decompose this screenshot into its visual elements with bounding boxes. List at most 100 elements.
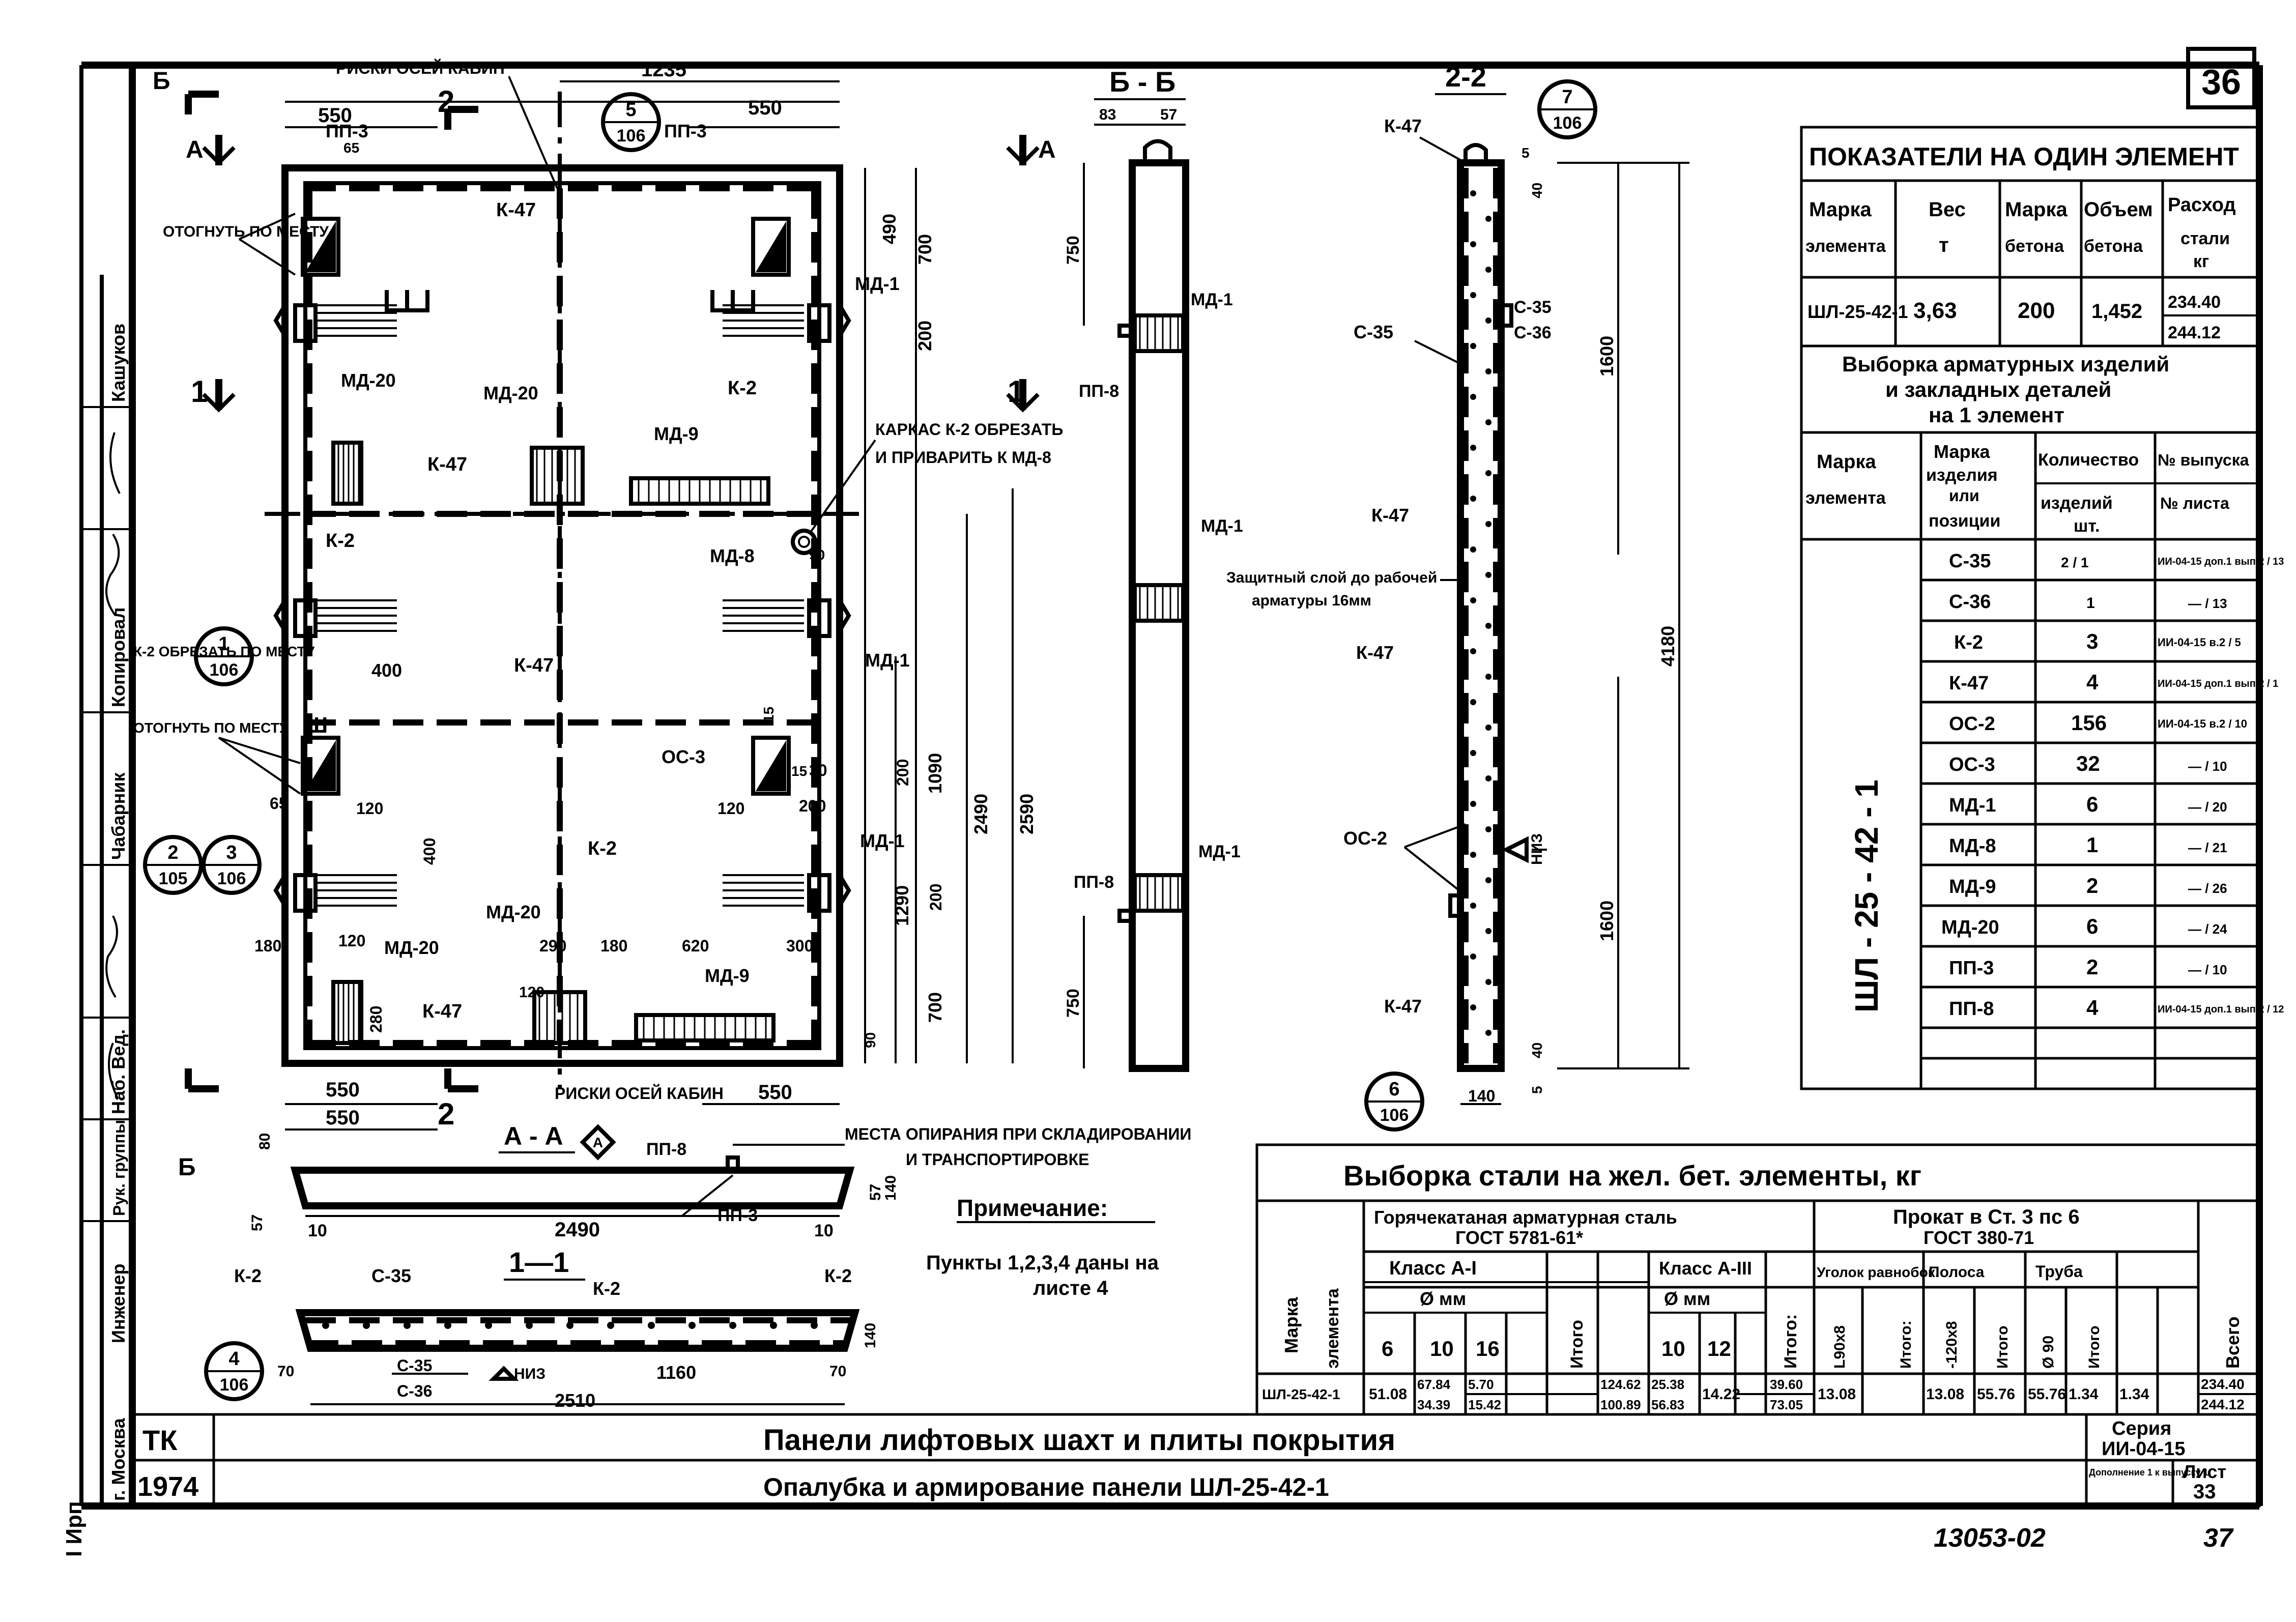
section-b-bottom: Б: [178, 1154, 196, 1181]
steel-title: Выборка стали на жел. бет. элементы, кг: [1343, 1160, 1921, 1192]
selection-row: ПП-3 2 — / 10: [1949, 955, 2227, 979]
dim-490: 490: [879, 214, 900, 244]
svg-text:55.76: 55.76: [1977, 1386, 2015, 1403]
callout-3-106: 3 106: [202, 835, 262, 895]
role-ruk: Рук. группы: [110, 1120, 128, 1216]
bb-md1-b: МД-1: [1201, 516, 1243, 536]
svg-text:6: 6: [1389, 1079, 1399, 1100]
svg-text:Ø мм: Ø мм: [1664, 1288, 1710, 1309]
svg-text:1.34: 1.34: [2069, 1386, 2099, 1403]
section-22: 2-2 НИЗ 1600 1600 4180 40 5 40: [1226, 61, 1689, 1105]
section-1-left: 1: [191, 374, 208, 409]
svg-text:ГОСТ 5781-61*: ГОСТ 5781-61*: [1455, 1227, 1583, 1248]
city-label: г. Москва: [108, 1417, 129, 1501]
bb-pp8-bottom: ПП-8: [1074, 873, 1114, 892]
svg-text:— / 13: — / 13: [2188, 596, 2227, 611]
dim-140-11: 140: [862, 1323, 879, 1348]
dim-550-bl: 550: [326, 1079, 360, 1101]
dim-400-h: 400: [371, 660, 402, 681]
section-b-top: Б: [153, 68, 170, 95]
dim-750-top: 750: [1064, 236, 1083, 265]
svg-text:55.76: 55.76: [2028, 1386, 2066, 1403]
dim-70-l: 70: [277, 1363, 294, 1380]
svg-text:10: 10: [1430, 1337, 1454, 1360]
svg-text:2: 2: [2086, 874, 2098, 897]
section-11: 1—1 К-2 К-2 К-2 С-35 С-35 С-36 НИЗ 2510 …: [234, 1246, 879, 1411]
label-k47-bottom: К-47: [422, 1001, 462, 1022]
note-block: Примечание: Пункты 1,2,3,4 даны на листе…: [926, 1195, 1159, 1299]
dim-550-br: 550: [758, 1081, 792, 1104]
selection-title-3: на 1 элемент: [1929, 403, 2064, 427]
svg-text:51.08: 51.08: [1369, 1386, 1407, 1403]
sheet-label: Лист: [2183, 1461, 2226, 1482]
label-pp3-left: ПП-3: [326, 121, 368, 141]
label-md1-b: МД-1: [865, 650, 910, 671]
svg-text:Итого:: Итого:: [1898, 1320, 1914, 1369]
svg-text:МД-9: МД-9: [1949, 876, 1996, 897]
role-nab: Наб. Вед.: [108, 1029, 129, 1114]
role-kopiroval: Копировал: [108, 607, 129, 707]
svg-text:— / 10: — / 10: [2188, 759, 2227, 774]
label-k47-top: К-47: [496, 199, 536, 221]
svg-text:№ выпуска: № выпуска: [2158, 451, 2249, 469]
svg-text:ИИ-04-15 в.2 / 5: ИИ-04-15 в.2 / 5: [2158, 636, 2241, 649]
svg-text:К-47: К-47: [1949, 673, 1989, 694]
dim-300: 300: [786, 937, 813, 955]
svg-text:изделий: изделий: [2041, 494, 2113, 513]
label-k2-lower: К-2: [588, 838, 617, 859]
callout-5-106: 5 106: [601, 92, 661, 152]
dim-550-tl: 550: [318, 104, 352, 127]
svg-text:Марка: Марка: [1809, 198, 1872, 221]
svg-text:124.62: 124.62: [1600, 1377, 1641, 1392]
label-frame-cut: КАРКАС К-2 ОБРЕЗАТЬ: [875, 420, 1063, 439]
indicators-title: ПОКАЗАТЕЛИ НА ОДИН ЭЛЕМЕНТ: [1809, 142, 2239, 171]
label-pp3-right: ПП-3: [664, 121, 707, 141]
section-aa-mark: А: [593, 1135, 603, 1150]
svg-text:15.42: 15.42: [1468, 1397, 1501, 1412]
steel-mark: ШЛ-25-42-1: [1262, 1386, 1340, 1402]
svg-text:— / 24: — / 24: [2188, 921, 2227, 937]
svg-text:4: 4: [228, 1348, 239, 1370]
svg-text:Класс А-I: Класс А-I: [1389, 1258, 1477, 1279]
aa-pp3: ПП-3: [718, 1206, 758, 1225]
panel-plan-view: Б Б А А 2 2 1 1 РИСКИ ОСЕЙ КАБИН ОТОГНУТ…: [133, 59, 1191, 1181]
dim-70-r: 70: [829, 1363, 846, 1380]
role-engineer: Инженер: [108, 1264, 129, 1343]
dim-80-aa: 80: [256, 1133, 273, 1150]
svg-text:1.34: 1.34: [2119, 1386, 2149, 1403]
s11-niz: НИЗ: [514, 1366, 546, 1382]
dim-40-bottom: 40: [1529, 1042, 1545, 1058]
svg-text:2: 2: [2086, 955, 2098, 979]
s22-c36-r: С-36: [1514, 323, 1552, 342]
dim-180-l: 180: [254, 937, 281, 955]
svg-text:Прокат в Ст. 3 пс 6: Прокат в Ст. 3 пс 6: [1893, 1206, 2080, 1228]
svg-text:106: 106: [1380, 1106, 1409, 1125]
dim-290: 290: [539, 937, 566, 955]
svg-text:Полоса: Полоса: [1929, 1264, 1985, 1281]
label-niz-22: НИЗ: [1529, 833, 1545, 865]
s11-k2-r: К-2: [824, 1265, 852, 1286]
svg-text:ИИ-04-15 доп.1 вып.2 / 1: ИИ-04-15 доп.1 вып.2 / 1: [2158, 678, 2278, 689]
selection-row: МД-9 2 — / 26: [1949, 874, 2227, 897]
dim-57-aa-r: 57: [867, 1184, 884, 1201]
svg-text:6: 6: [2086, 914, 2098, 938]
svg-text:25.38: 25.38: [1651, 1377, 1684, 1392]
signatures: [105, 432, 121, 1099]
svg-text:Итого: Итого: [2086, 1325, 2103, 1369]
dim-200-top: 200: [914, 321, 935, 351]
section-11-title: 1—1: [509, 1246, 569, 1278]
title-org: ТК: [142, 1424, 178, 1456]
svg-text:бетона: бетона: [2084, 237, 2143, 256]
dim-550-bl2: 550: [326, 1107, 360, 1129]
title-block: ТК 1974 Панели лифтовых шахт и плиты пок…: [131, 1413, 2261, 1508]
svg-text:Горячекатаная арматурная сталь: Горячекатаная арматурная сталь: [1374, 1207, 1677, 1228]
selection-element: ШЛ - 25 - 42 - 1: [1848, 779, 1885, 1012]
dim-83: 83: [1099, 106, 1116, 123]
label-k47-lower: К-47: [514, 655, 554, 676]
callout-2-105: 2 105: [143, 835, 203, 895]
dim-120-low: 120: [338, 932, 365, 950]
embedded-plates: [293, 303, 831, 1045]
series-value: ИИ-04-15: [2102, 1438, 2185, 1460]
rebar-rows: [315, 304, 804, 907]
addendum: Дополнение 1 к выпуску 1: [2089, 1467, 2208, 1478]
